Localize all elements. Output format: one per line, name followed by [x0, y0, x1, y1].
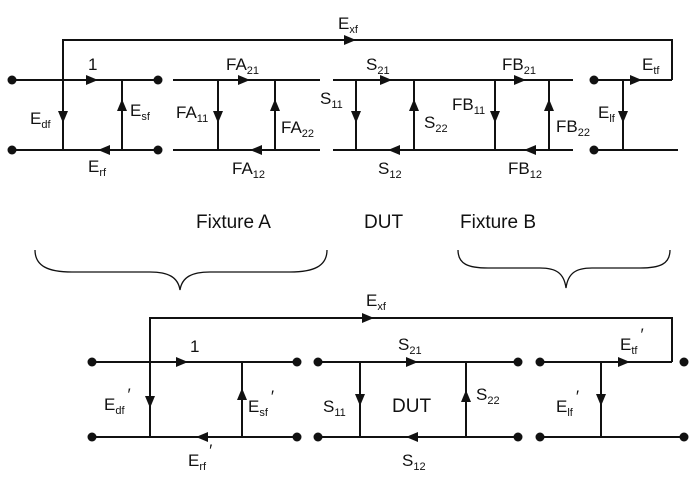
bottom-dut-node-3 — [313, 432, 323, 442]
bottom-eb1-node-b0 — [87, 432, 97, 442]
top-exf-arrow — [344, 35, 356, 45]
top-exf-path — [62, 39, 673, 80]
top-fa21-arrow — [238, 75, 250, 85]
bottom-label-edf: Edf′ — [104, 385, 131, 417]
top-label-exf: Exf — [338, 14, 359, 36]
bottom-dut-node-4 — [513, 432, 523, 442]
bottom-label-exf: Exf — [366, 291, 387, 313]
top-label-s22: S22 — [424, 113, 448, 135]
top-elf-arrow — [618, 111, 628, 123]
bottom-erf-arrow — [196, 432, 208, 442]
top-s11-arrow — [351, 111, 361, 123]
top-s21-arrow — [380, 75, 392, 85]
top-label-elf: Elf — [598, 103, 616, 125]
bottom-label-s12: S12 — [402, 451, 426, 473]
top-fa12-arrow — [250, 145, 262, 155]
top-label-fa11: FA11 — [176, 103, 208, 125]
top-label-edf: Edf — [30, 109, 51, 131]
bottom-label-etf: Etf′ — [620, 325, 644, 357]
top-eb1-erf-arrow — [98, 145, 110, 155]
bottom-s22-arrow — [461, 390, 471, 402]
top-fb12-arrow — [524, 145, 536, 155]
bottom-label-s11: S11 — [323, 397, 346, 419]
bottom-unity-arrow — [176, 357, 188, 367]
bottom-elf-arrow — [596, 394, 606, 406]
bottom-s12-arrow — [406, 432, 418, 442]
bottom-dut-node-1 — [313, 357, 323, 367]
top-label-s11: S11 — [320, 89, 343, 111]
bottom-s11-arrow — [355, 394, 365, 406]
bottom-label-s21: S21 — [398, 335, 422, 357]
top-error-box-2 — [589, 75, 678, 155]
top-s12-arrow — [388, 145, 400, 155]
bottom-eb2-node-a3 — [535, 432, 545, 442]
bottom-eb1-node-a1 — [87, 357, 97, 367]
top-diagram: Exf 1 Edf Esf Erf FA21 FA11 FA22 FA12 S2… — [7, 14, 678, 181]
bottom-label-dut: DUT — [392, 396, 431, 417]
top-fixture-b — [462, 75, 573, 155]
bottom-label-elf: Elf′ — [556, 387, 579, 419]
top-label-s21: S21 — [366, 55, 390, 77]
top-label-etf: Etf — [642, 55, 660, 77]
top-label-fb12: FB12 — [508, 159, 542, 181]
top-eb1-node-a1 — [7, 75, 17, 85]
top-label-fa21: FA21 — [226, 55, 259, 77]
top-label-esf: Esf — [130, 101, 151, 123]
bottom-esf-arrow — [237, 388, 247, 400]
bottom-exf-path — [149, 317, 673, 362]
caption-dut: DUT — [364, 212, 403, 233]
top-eb1-node-a2 — [153, 145, 163, 155]
top-dut — [333, 75, 462, 155]
top-label-s12: S12 — [378, 159, 402, 181]
top-fb22-arrow — [544, 99, 554, 111]
top-fb21-arrow — [514, 75, 526, 85]
bottom-eb1-node-a2 — [292, 432, 302, 442]
top-fixture-a — [173, 75, 320, 155]
bottom-s21-arrow — [406, 357, 418, 367]
top-eb1-esf-arrow — [117, 99, 127, 111]
top-label-fb22: FB22 — [556, 117, 590, 139]
top-error-box-1 — [7, 75, 163, 155]
bottom-label-unity: 1 — [190, 337, 199, 356]
top-eb2-node-b2 — [589, 75, 599, 85]
brace-fixture-b — [457, 249, 671, 289]
bottom-label-erf: Erf′ — [188, 441, 212, 473]
bottom-eb2-node-b2 — [535, 357, 545, 367]
top-eb1-edf-arrow — [58, 111, 68, 123]
top-label-fb11: FB11 — [452, 95, 485, 117]
top-label-fb21: FB21 — [502, 55, 536, 77]
bottom-dut — [313, 357, 523, 442]
top-fa11-arrow — [213, 111, 223, 123]
top-label-fa12: FA12 — [232, 159, 265, 181]
bottom-error-box-2 — [535, 357, 689, 442]
top-eb1-unity-arrow — [86, 75, 98, 85]
bottom-eb2-node-a4 — [679, 432, 689, 442]
top-eb1-node-b0 — [7, 145, 17, 155]
bottom-label-esf: Esf′ — [248, 387, 274, 419]
top-label-unity: 1 — [88, 55, 97, 74]
caption-fixture-b: Fixture B — [460, 212, 536, 233]
bottom-exf-arrow — [362, 313, 374, 323]
bottom-label-s22: S22 — [476, 385, 500, 407]
top-s22-arrow — [409, 99, 419, 111]
top-label-erf: Erf — [88, 157, 107, 179]
bottom-edf-arrow — [145, 396, 155, 408]
bottom-dut-node-2 — [513, 357, 523, 367]
bottom-error-box-1 — [87, 357, 302, 442]
top-fa22-arrow — [270, 99, 280, 111]
bottom-etf-arrow — [618, 357, 630, 367]
top-etf-arrow — [630, 75, 642, 85]
top-eb1-node-b1 — [153, 75, 163, 85]
top-label-fa22: FA22 — [281, 118, 314, 140]
bottom-eb1-node-b1 — [292, 357, 302, 367]
caption-fixture-a: Fixture A — [196, 212, 271, 233]
bottom-eb2-node-b3 — [679, 357, 689, 367]
top-fb11-arrow — [490, 111, 500, 123]
top-eb2-node-a3 — [589, 145, 599, 155]
bottom-diagram: Exf 1 Edf′ Esf′ Erf′ S21 S11 DUT S22 S12… — [87, 291, 689, 473]
brace-fixture-a — [34, 249, 328, 291]
